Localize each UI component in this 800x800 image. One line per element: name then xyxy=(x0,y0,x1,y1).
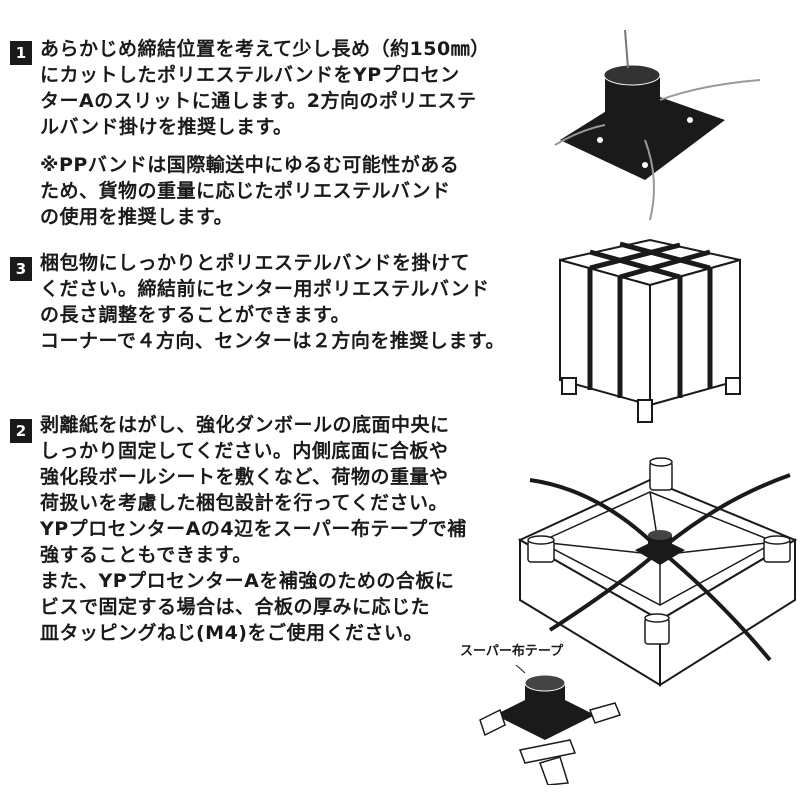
step-3-text: 梱包物にしっかりとポリエステルバンドを掛けて ください。締結前にセンター用ポリエ… xyxy=(40,250,505,354)
step-2-line: 皿タッピングねじ(M4)をご使用ください。 xyxy=(40,622,423,644)
step-1-text: あらかじめ締結位置を考えて少し長め（約150㎜） にカットしたポリエステルバンド… xyxy=(40,36,490,230)
step-2-line: また、YPプロセンターAを補強のための合板に xyxy=(40,570,455,592)
step-2-line: ビスで固定する場合は、合板の厚みに応じた xyxy=(40,596,431,618)
step-3-line: コーナーで４方向、センターは２方向を推奨します。 xyxy=(40,330,505,352)
step-1-note-line: ため、貨物の重量に応じたポリエステルバンド xyxy=(40,180,451,202)
step-1-line: ターAのスリットに通します。2方向のポリエステ xyxy=(40,90,477,112)
step-2-line: 強することもできます。 xyxy=(40,544,252,566)
step-2-badge: 2 xyxy=(10,419,32,443)
taped-fitting-illustration xyxy=(479,665,622,785)
box-bottom-illustration xyxy=(517,457,798,687)
step-2-line: 荷扱いを考慮した梱包設計を行ってください。 xyxy=(40,492,448,514)
step-1-line: にカットしたポリエステルバンドをYPプロセン xyxy=(40,64,460,86)
center-fitting-illustration xyxy=(554,30,761,221)
step-2-text: 剥離紙をはがし、強化ダンボールの底面中央に しっかり固定してください。内側底面に… xyxy=(40,412,467,646)
step-2-line: 強化段ボールシートを敷くなど、荷物の重量や xyxy=(40,466,449,488)
step-3-line: ください。締結前にセンター用ポリエステルバンド xyxy=(40,278,490,300)
step-2-line: しっかり固定してください。内側底面に合板や xyxy=(40,440,449,462)
step-1-note-line: ※PPバンドは国際輸送中にゆるむ可能性がある xyxy=(40,154,460,176)
step-1-badge: 1 xyxy=(10,41,32,65)
strapped-box-illustration xyxy=(559,238,741,423)
step-3-line: 梱包物にしっかりとポリエステルバンドを掛けて xyxy=(40,252,470,274)
step-1-line: ルバンド掛けを推奨します。 xyxy=(40,116,293,138)
step-1-note-line: の使用を推奨します。 xyxy=(40,206,234,228)
super-cloth-tape-label: スーパー布テープ xyxy=(460,644,564,659)
step-1-line: あらかじめ締結位置を考えて少し長め（約150㎜） xyxy=(40,38,490,60)
step-2-line: 剥離紙をはがし、強化ダンボールの底面中央に xyxy=(40,414,450,436)
step-3-line: の長さ調整をすることができます。 xyxy=(40,304,351,326)
step-2-line: YPプロセンターAの4辺をスーパー布テープで補 xyxy=(40,518,467,540)
step-3-badge: 3 xyxy=(10,257,32,281)
